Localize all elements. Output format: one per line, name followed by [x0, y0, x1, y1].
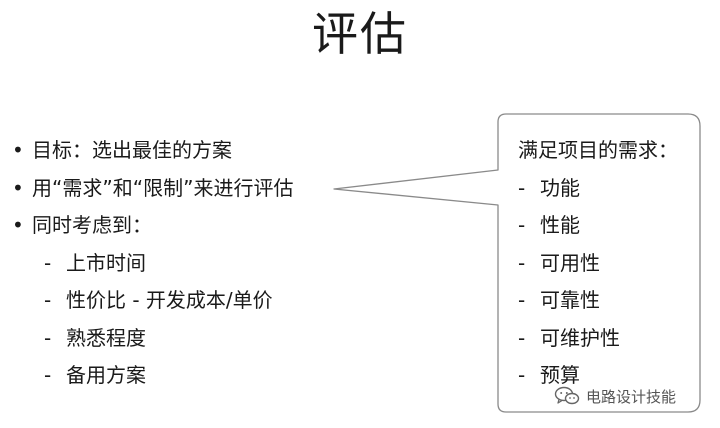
bullet-text: 目标：选出最佳的方案: [32, 138, 232, 162]
sub-item: -熟悉程度: [12, 320, 293, 358]
callout-item-text: 可维护性: [540, 325, 620, 350]
callout-item-text: 可靠性: [540, 288, 600, 312]
watermark-text: 电路设计技能: [586, 387, 677, 406]
callout-item: -预算: [518, 357, 678, 395]
callout-item-text: 性能: [540, 213, 580, 237]
sub-item-text: 熟悉程度: [66, 325, 146, 350]
slide-title: 评估: [312, 7, 408, 61]
bullet-marker: •: [12, 138, 24, 162]
callout-item-text: 可用性: [540, 250, 600, 275]
sub-marker: -: [518, 325, 526, 350]
sub-item-text: 性价比 - 开发成本/单价: [66, 288, 273, 312]
callout-item: -可靠性: [518, 282, 678, 320]
watermark: 电路设计技能: [554, 384, 676, 408]
sub-marker: -: [44, 363, 52, 387]
wechat-icon: [554, 386, 580, 405]
bullet-marker: •: [12, 175, 24, 200]
sub-marker: -: [44, 250, 52, 275]
callout-item: -性能: [518, 207, 678, 245]
callout-content: 满足项目的需求： -功能 -性能 -可用性 -可靠性 -可维护性 -预算: [518, 132, 678, 395]
sub-marker: -: [518, 250, 526, 275]
bullet-text: 同时考虑到：: [32, 213, 152, 237]
sub-marker: -: [518, 363, 526, 387]
sub-marker: -: [44, 288, 52, 312]
sub-marker: -: [518, 175, 526, 200]
bullet-item-evaluate: • 用“需求”和“限制”来进行评估: [12, 170, 293, 208]
bullet-list: •目标：选出最佳的方案 •用“需求”和“限制”来进行评估 •同时考虑到： -上市…: [12, 132, 293, 395]
callout-item-text: 功能: [540, 175, 580, 200]
bullet-item-goal: • 目标：选出最佳的方案: [12, 132, 293, 170]
bullet-text: 用“需求”和“限制”来进行评估: [32, 175, 294, 200]
sub-item: -备用方案: [12, 357, 293, 395]
callout-item: -可维护性: [518, 320, 678, 358]
callout-item: -功能: [518, 170, 678, 208]
sub-item-text: 备用方案: [66, 363, 146, 387]
sub-item: -上市时间: [12, 245, 293, 283]
sub-marker: -: [518, 213, 526, 237]
callout-heading: 满足项目的需求：: [518, 138, 678, 162]
bullet-marker: •: [12, 213, 24, 237]
callout-item-text: 预算: [540, 363, 580, 387]
sub-item: -性价比 - 开发成本/单价: [12, 282, 293, 320]
sub-marker: -: [518, 288, 526, 312]
sub-marker: -: [44, 325, 52, 350]
sub-item-text: 上市时间: [66, 250, 146, 275]
bullet-item-consider: • 同时考虑到：: [12, 207, 293, 245]
callout-item: -可用性: [518, 245, 678, 283]
